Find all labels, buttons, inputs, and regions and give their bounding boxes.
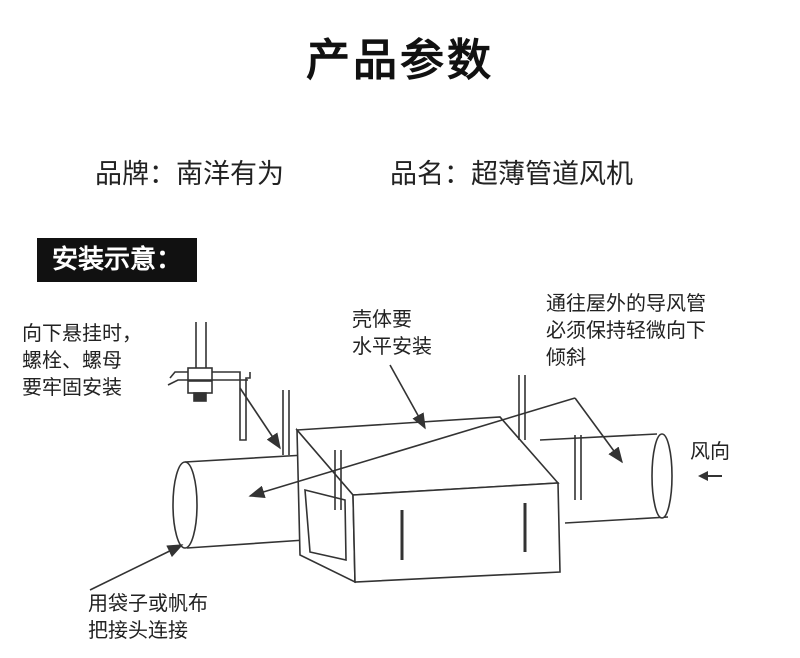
wind-direction-arrow-icon [698,471,722,481]
note-hanging-bolts: 向下悬挂时， 螺栓、螺母 要牢固安装 [22,321,142,399]
note-housing-level: 壳体要 水平安装 [352,307,432,358]
left-duct-pipe [172,454,319,549]
annotation-arrows [89,364,623,591]
right-duct-pipe [539,433,673,524]
note-joint-connection: 用袋子或帆布 把接头连接 [88,591,208,642]
hanger-rods [195,322,582,510]
page-title: 产品参数 [306,35,494,86]
bolt-bracket [167,367,251,441]
fan-housing [295,416,561,584]
note-duct-slope: 通往屋外的导风管 必须保持轻微向下 倾斜 [546,291,706,369]
product-name-label: 品名：超薄管道风机 [390,159,633,190]
brand-label: 品牌：南洋有为 [95,159,284,190]
note-wind-direction: 风向 [690,439,730,463]
installation-section-heading: 安装示意： [37,238,197,282]
